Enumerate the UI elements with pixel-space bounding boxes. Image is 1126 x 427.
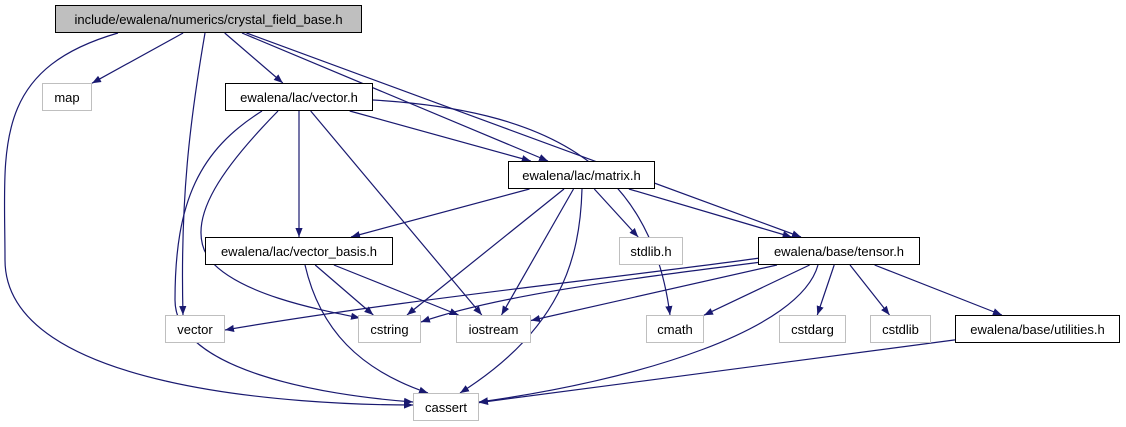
node-cassert[interactable]: cassert [413, 393, 479, 421]
node-vector[interactable]: vector [165, 315, 225, 343]
node-map[interactable]: map [42, 83, 92, 111]
edge-tensor-h-to-cstdlib [849, 264, 890, 316]
edge-matrix-h-to-iostream [500, 188, 575, 316]
edge-tensor-h-to-iostream [530, 264, 778, 323]
node-cstdarg[interactable]: cstdarg [779, 315, 846, 343]
edge-root-to-cassert [3, 32, 414, 409]
edge-root-to-vector [179, 32, 206, 316]
edge-matrix-h-to-cassert [459, 188, 583, 394]
edge-root-to-vector-h [224, 32, 284, 84]
edge-vector-h-to-cassert [174, 110, 414, 405]
node-cstring[interactable]: cstring [358, 315, 421, 343]
node-utilities-h[interactable]: ewalena/base/utilities.h [955, 315, 1120, 343]
edge-matrix-h-to-vector-basis-h [350, 188, 530, 239]
node-iostream[interactable]: iostream [456, 315, 531, 343]
edge-vector-basis-h-to-iostream [333, 264, 459, 316]
edge-root-to-map [91, 32, 184, 84]
edge-tensor-h-to-cstdarg [816, 264, 835, 316]
edge-matrix-h-to-tensor-h [628, 188, 792, 238]
node-cmath[interactable]: cmath [646, 315, 704, 343]
node-vector-h[interactable]: ewalena/lac/vector.h [225, 83, 373, 111]
edge-tensor-h-to-utilities-h [874, 264, 1003, 316]
edge-vector-h-to-matrix-h [349, 110, 531, 163]
edge-vector-basis-h-to-cstring [314, 264, 374, 316]
edge-vector-h-to-iostream [310, 110, 483, 316]
edge-tensor-h-to-cstring [420, 261, 763, 323]
node-tensor-h[interactable]: ewalena/base/tensor.h [758, 237, 920, 265]
edge-vector-basis-h-to-cassert [304, 264, 429, 394]
node-vector-basis-h[interactable]: ewalena/lac/vector_basis.h [205, 237, 393, 265]
edge-matrix-h-to-stdlib-h [593, 188, 639, 238]
node-matrix-h[interactable]: ewalena/lac/matrix.h [508, 161, 655, 189]
edge-tensor-h-to-cmath [703, 264, 810, 316]
edge-root-to-tensor-h [246, 32, 802, 238]
node-cstdlib[interactable]: cstdlib [870, 315, 931, 343]
edge-matrix-h-to-cstring [406, 188, 565, 316]
node-stdlib-h[interactable]: stdlib.h [619, 237, 683, 265]
edge-utilities-h-to-cassert [478, 339, 956, 405]
edge-tensor-h-to-vector [224, 257, 761, 333]
edge-root-to-matrix-h [241, 32, 549, 162]
edge-vector-h-to-cmath [372, 99, 673, 316]
node-crystal-field-base-h[interactable]: include/ewalena/numerics/crystal_field_b… [55, 5, 362, 33]
edge-tensor-h-to-cassert [478, 264, 819, 405]
